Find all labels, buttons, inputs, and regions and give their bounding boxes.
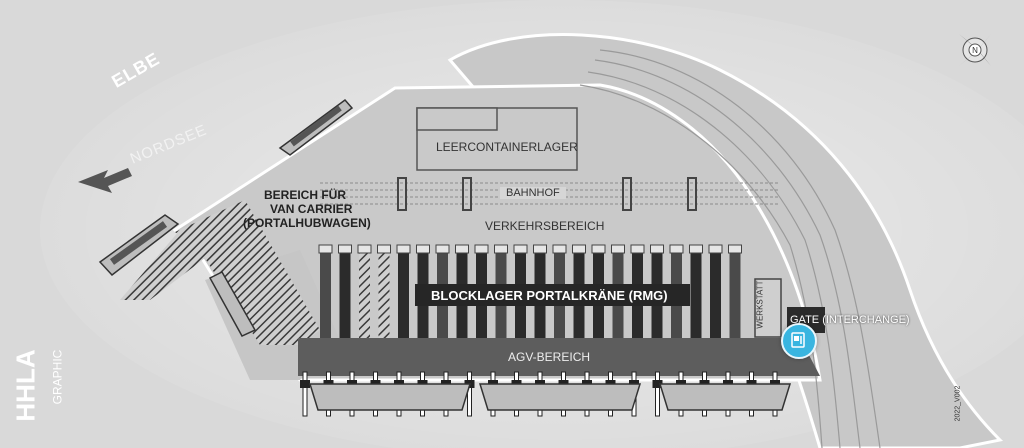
rmg-crane xyxy=(455,244,469,254)
ship-2 xyxy=(98,214,180,277)
block-row xyxy=(359,250,370,340)
rmg-crane xyxy=(377,244,391,254)
bahnhof-label: BAHNHOF xyxy=(500,187,566,199)
sts-crane xyxy=(467,371,472,417)
traffic-area-label: VERKEHRSBEREICH xyxy=(485,219,605,233)
van-carrier-label-2: VAN CARRIER xyxy=(270,202,353,216)
ship-1 xyxy=(278,98,354,156)
rmg-crane xyxy=(357,244,372,254)
rmg-crane xyxy=(630,244,645,254)
rail-tracks xyxy=(579,49,881,448)
gate-info-button[interactable] xyxy=(781,323,817,359)
truck-gate-icon xyxy=(791,332,805,348)
rmg-crane xyxy=(318,244,333,254)
rmg-crane xyxy=(416,244,430,254)
rmg-crane xyxy=(708,244,723,254)
block-row xyxy=(339,250,351,340)
block-row xyxy=(690,250,702,340)
agv-area-label: AGV-BEREICH xyxy=(508,350,591,364)
sts-crane-trolley xyxy=(300,380,310,388)
nordsee-arrow-icon xyxy=(78,168,132,193)
rmg-crane xyxy=(533,244,547,254)
rmg-crane xyxy=(669,244,684,254)
van-carrier-label-1: BEREICH FÜR xyxy=(264,188,347,202)
rmg-banner xyxy=(415,284,690,306)
ship-quay xyxy=(308,383,792,411)
rmg-crane xyxy=(396,244,411,254)
block-row xyxy=(710,250,721,340)
sts-crane xyxy=(302,371,308,417)
rmg-crane xyxy=(435,244,450,254)
workshop-building xyxy=(754,278,782,338)
sts-crane-trolley xyxy=(652,380,663,388)
rmg-crane xyxy=(689,244,703,254)
van-carrier-area xyxy=(175,200,320,345)
rmg-crane xyxy=(728,244,742,254)
rmg-crane xyxy=(513,244,528,254)
svg-text:N: N xyxy=(972,46,978,55)
rmg-crane xyxy=(572,244,586,254)
empty-storage-label: LEERCONTAINERLAGER xyxy=(436,140,578,154)
workshop-label: WERKSTATT xyxy=(755,280,765,329)
block-row xyxy=(729,250,741,340)
rmg-crane xyxy=(650,244,664,254)
compass-north-icon: N xyxy=(959,34,991,66)
rail-cranes xyxy=(397,177,697,211)
rmg-crane xyxy=(338,244,352,254)
rmg-crane xyxy=(591,244,606,254)
block-row xyxy=(320,250,331,340)
gate-label: GATE (INTERCHANGE) xyxy=(790,314,910,326)
van-carrier-label-3: (PORTALHUBWAGEN) xyxy=(243,216,371,230)
block-storage-label: BLOCKLAGER PORTALKRÄNE (RMG) xyxy=(431,288,668,303)
agv-area xyxy=(298,338,784,376)
version-label: 2022_V002 xyxy=(954,385,962,422)
rmg-crane xyxy=(552,244,567,254)
sts-crane xyxy=(655,371,660,417)
block-row xyxy=(378,250,390,340)
block-row xyxy=(398,250,409,340)
hhla-logo: HHLA xyxy=(10,349,41,422)
rmg-crane xyxy=(611,244,625,254)
ship-3 xyxy=(208,271,257,337)
rmg-crane xyxy=(494,244,508,254)
graphic-sublabel: GRAPHIC xyxy=(50,349,65,405)
rmg-crane xyxy=(474,244,489,254)
